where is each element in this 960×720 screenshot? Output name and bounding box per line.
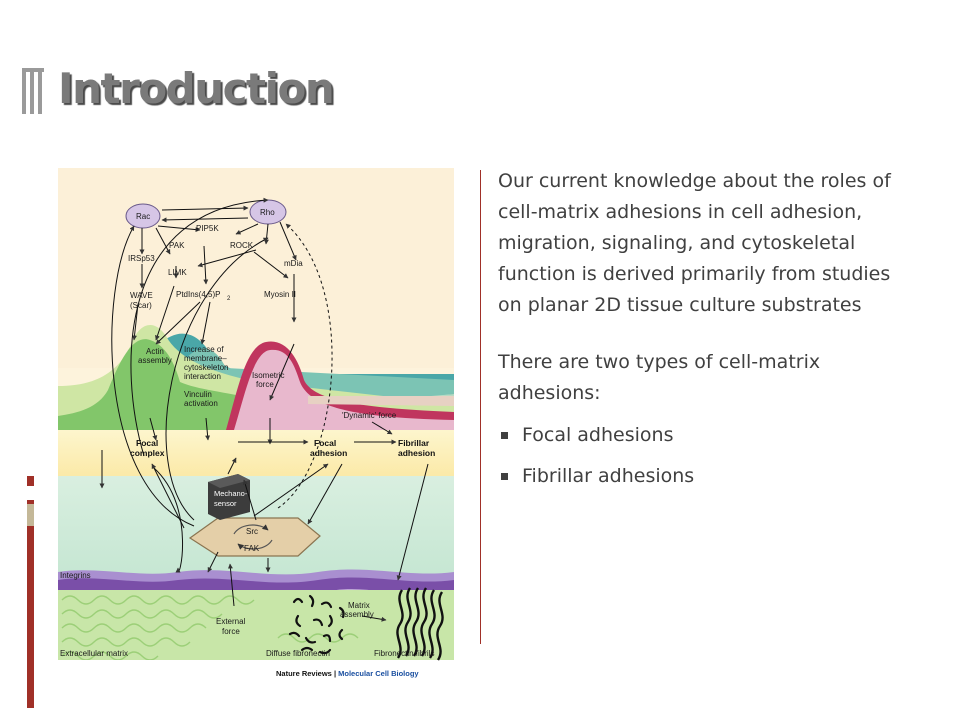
vinculin-label: Vinculin — [184, 390, 212, 399]
actin-label: Actin — [146, 347, 164, 356]
pip5k-label: PIP5K — [196, 224, 219, 233]
left-accent-gap — [27, 486, 34, 500]
bullet-label: Focal adhesions — [522, 424, 674, 446]
scar-label: (Scar) — [130, 301, 152, 310]
rho-label: Rho — [260, 208, 275, 217]
integrins-label: Integrins — [60, 571, 91, 580]
ptdins-subscript: 2 — [227, 296, 231, 302]
pak-label: PAK — [169, 241, 185, 250]
adhesion-band — [58, 428, 454, 478]
paragraph-knowledge: Our current knowledge about the roles of… — [498, 170, 891, 316]
rock-label: ROCK — [230, 241, 254, 250]
external-force-label-line2: force — [222, 627, 240, 636]
bullet-label: Fibrillar adhesions — [522, 465, 695, 487]
ptdins-label: PtdIns(4,5)P — [176, 290, 220, 299]
fak-label: FAK — [244, 544, 260, 553]
mechanosensor-label-line2: sensor — [214, 499, 237, 508]
signaling-arrows — [102, 197, 429, 622]
diffuse-fibronectin-label: Diffuse fibronectin — [266, 649, 330, 658]
credit-separator: | — [332, 669, 338, 678]
fibronectin-fibril-marks — [396, 587, 444, 661]
increase-label: Increase of — [184, 345, 224, 354]
slide-title: Introduction — [58, 64, 335, 113]
limk-label: LIMK — [168, 268, 187, 277]
adhesion-type-list: Focal adhesions Fibrillar adhesions — [498, 415, 898, 497]
increase-label-line4: interaction — [184, 372, 221, 381]
diffuse-fibronectin-marks — [288, 594, 345, 655]
mdia-label: mDia — [284, 259, 303, 268]
fibronectin-fibrils-label: Fibronectin fibrils — [374, 649, 434, 658]
signaling-diagram: Rac Rho PIP5K PAK ROCK IRSp53 LIMK mDia … — [58, 168, 454, 686]
vinculin-label-line2: activation — [184, 399, 218, 408]
src-label: Src — [246, 527, 258, 536]
wave-label: WAVE — [130, 291, 153, 300]
rac-node — [125, 203, 161, 229]
left-accent-tan — [27, 504, 34, 526]
list-item: Fibrillar adhesions — [498, 456, 898, 497]
irsp53-label: IRSp53 — [128, 254, 155, 263]
matrix-assembly-label-line2: assembly — [340, 610, 374, 619]
dynamic-force-label: 'Dynamic' force — [342, 411, 397, 420]
focal-adhesion-label: Focal — [314, 438, 336, 448]
slide-body: Our current knowledge about the roles of… — [498, 166, 898, 497]
increase-label-line3: cytoskeleton — [184, 363, 228, 372]
list-item: Focal adhesions — [498, 415, 898, 456]
focal-complex-label-line2: complex — [130, 448, 165, 458]
fibrillar-adhesion-label: Fibrillar — [398, 438, 430, 448]
paragraph-adhesion-types: There are two types of cell-matrix adhes… — [498, 351, 821, 404]
actin-label-line2: assembly — [138, 356, 172, 365]
myosin-label: Myosin II — [264, 290, 296, 299]
credit-journal: Nature Reviews — [276, 669, 332, 678]
actin-ridge — [58, 339, 454, 430]
focal-complex-label: Focal — [136, 438, 158, 448]
rac-label: Rac — [136, 212, 150, 221]
focal-adhesion-label-line2: adhesion — [310, 448, 347, 458]
bullet-square-icon — [501, 432, 508, 439]
content-divider — [480, 170, 481, 644]
bullet-square-icon — [501, 473, 508, 480]
left-accent-bar — [27, 476, 34, 708]
isometric-label-line2: force — [256, 380, 274, 389]
matrix-assembly-label: Matrix — [348, 601, 370, 610]
title-bracket-mark — [22, 68, 44, 114]
isometric-label: Isometric — [252, 371, 284, 380]
figure-credit: Nature Reviews | Molecular Cell Biology — [276, 669, 419, 678]
increase-label-line2: membrane– — [184, 354, 227, 363]
mechanosensor-label: Mechano- — [214, 489, 248, 498]
credit-section: Molecular Cell Biology — [338, 669, 419, 678]
ecm-label: Extracellular matrix — [60, 649, 128, 658]
fibrillar-adhesion-label-line2: adhesion — [398, 448, 435, 458]
external-force-label: External — [216, 617, 246, 626]
